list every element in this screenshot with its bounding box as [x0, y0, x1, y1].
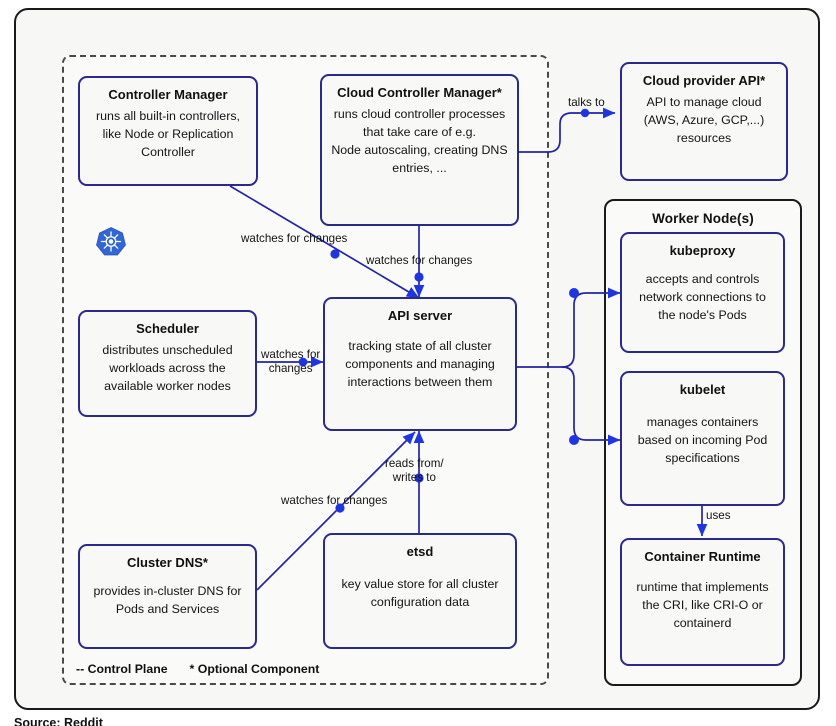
controller-manager-title: Controller Manager: [108, 87, 228, 102]
edge-label-ccm-watches: watches for changes: [366, 254, 473, 267]
box-kubelet[interactable]: kubelet manages containers based on inco…: [620, 371, 785, 506]
cloud-controller-manager-desc-2: Node autoscaling, creating DNS entries, …: [331, 142, 508, 175]
cluster-dns-title: Cluster DNS*: [127, 555, 208, 570]
edge-label-uses: uses: [706, 509, 731, 522]
edge-label-etcd-reads-line2: writes to: [392, 471, 436, 485]
kubelet-title: kubelet: [679, 382, 726, 397]
etcd-title: etsd: [406, 544, 434, 559]
scheduler-title: Scheduler: [136, 321, 199, 336]
edge-label-scheduler-watches-line2: changes: [268, 362, 313, 376]
legend: -- Control Plane * Optional Component: [76, 662, 319, 676]
cloud-controller-manager-desc-1: runs cloud controller processes that tak…: [333, 106, 506, 139]
box-kubeproxy[interactable]: kubeproxy accepts and controls network c…: [620, 232, 785, 353]
box-container-runtime[interactable]: Container Runtime runtime that implement…: [620, 538, 785, 666]
kubernetes-logo: [96, 227, 126, 256]
worker-node-group-title: Worker Node(s): [652, 211, 754, 226]
legend-control-plane: -- Control Plane: [76, 662, 168, 676]
edge-label-etcd-reads: reads from/ writes to: [385, 457, 444, 486]
edge-label-talks-to: talks to: [568, 96, 605, 109]
edge-label-scheduler-watches: watches for changes: [261, 348, 320, 377]
edge-label-scheduler-watches-line1: watches for: [261, 348, 321, 361]
edge-label-cm-watches: watches for changes: [241, 232, 348, 245]
container-runtime-desc: runtime that implements the CRI, like CR…: [636, 579, 769, 630]
controller-manager-desc: runs all built-in controllers, like Node…: [96, 108, 240, 159]
source-caption: Source: Reddit: [14, 716, 103, 726]
box-scheduler[interactable]: Scheduler distributes unscheduled worklo…: [78, 310, 257, 417]
kubelet-desc: manages containers based on incoming Pod…: [637, 414, 768, 465]
cloud-provider-api-title: Cloud provider API*: [642, 73, 766, 88]
cloud-provider-api-desc: API to manage cloud (AWS, Azure, GCP,...…: [643, 94, 765, 145]
edge-label-etcd-reads-line1: reads from/: [385, 457, 444, 470]
box-etcd[interactable]: etsd key value store for all cluster con…: [323, 533, 517, 649]
container-runtime-title: Container Runtime: [644, 549, 761, 564]
box-api-server[interactable]: API server tracking state of all cluster…: [323, 297, 517, 431]
legend-optional-component: * Optional Component: [189, 662, 320, 676]
cloud-controller-manager-title: Cloud Controller Manager*: [337, 85, 502, 100]
cluster-dns-desc: provides in-cluster DNS for Pods and Ser…: [93, 583, 242, 616]
box-controller-manager[interactable]: Controller Manager runs all built-in con…: [78, 76, 258, 186]
scheduler-desc: distributes unscheduled workloads across…: [102, 342, 233, 393]
box-cloud-provider-api[interactable]: Cloud provider API* API to manage cloud …: [620, 62, 788, 181]
api-server-desc: tracking state of all cluster components…: [345, 338, 495, 389]
kubeproxy-title: kubeproxy: [669, 243, 736, 258]
box-cluster-dns[interactable]: Cluster DNS* provides in-cluster DNS for…: [78, 544, 257, 649]
edge-label-dns-watches: watches for changes: [281, 494, 388, 507]
kubeproxy-desc: accepts and controls network connections…: [639, 271, 766, 322]
box-cloud-controller-manager[interactable]: Cloud Controller Manager* runs cloud con…: [320, 74, 519, 226]
api-server-title: API server: [387, 308, 453, 323]
etcd-desc: key value store for all cluster configur…: [341, 576, 499, 609]
